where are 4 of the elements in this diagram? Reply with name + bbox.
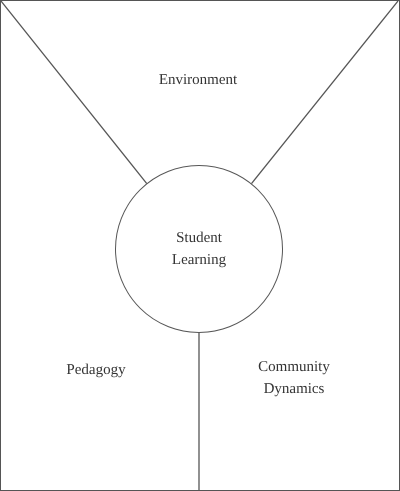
node-text: Student Learning — [170, 229, 228, 270]
region-label: Environment — [158, 71, 238, 90]
region-label: Community Dynamics — [257, 358, 331, 399]
region-label: Pedagogy — [65, 361, 127, 380]
